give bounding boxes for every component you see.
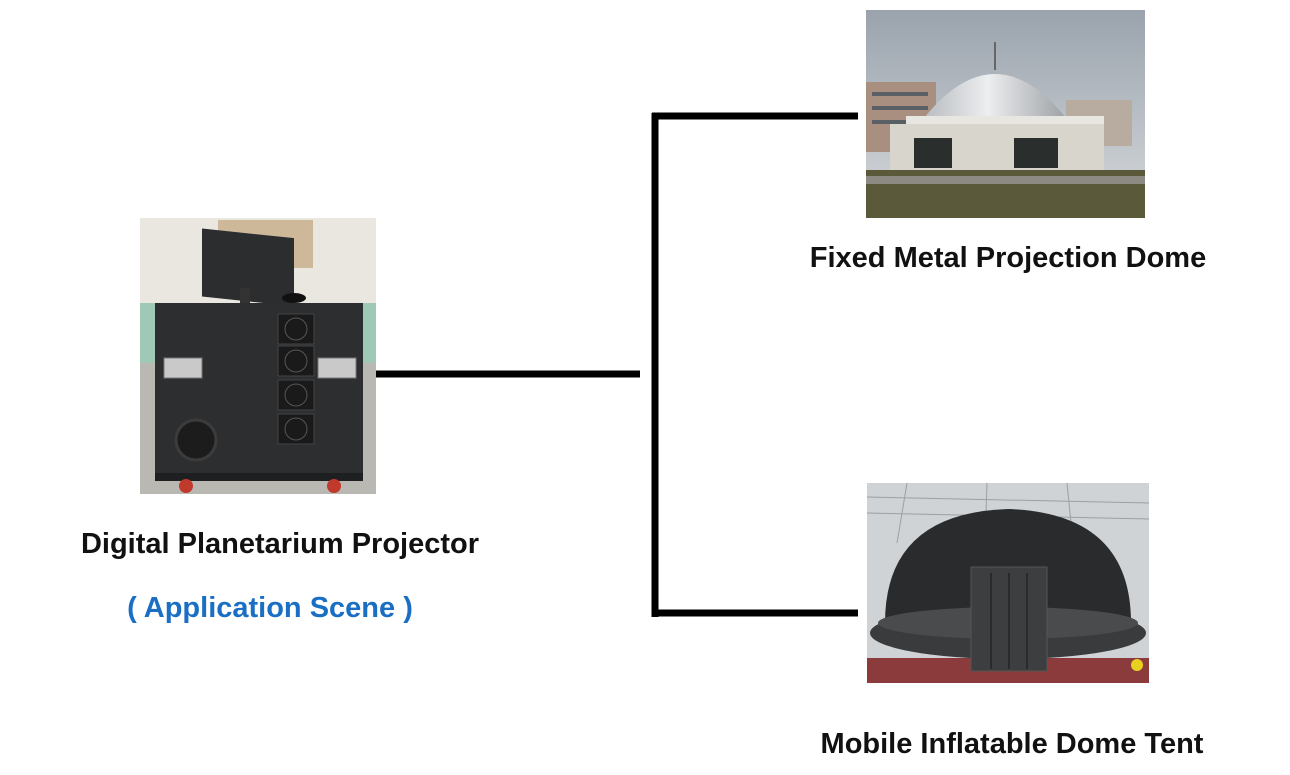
inflatable-dome-photo (867, 483, 1149, 683)
inflatable-dome-label: Mobile Inflatable Dome Tent (820, 728, 1204, 760)
projector-photo (140, 218, 376, 494)
metal-dome-photo (866, 10, 1145, 218)
application-scene-label: ( Application Scene ) (127, 592, 413, 624)
projector-title: Digital Planetarium Projector (80, 528, 480, 560)
metal-dome-label: Fixed Metal Projection Dome (809, 242, 1207, 274)
